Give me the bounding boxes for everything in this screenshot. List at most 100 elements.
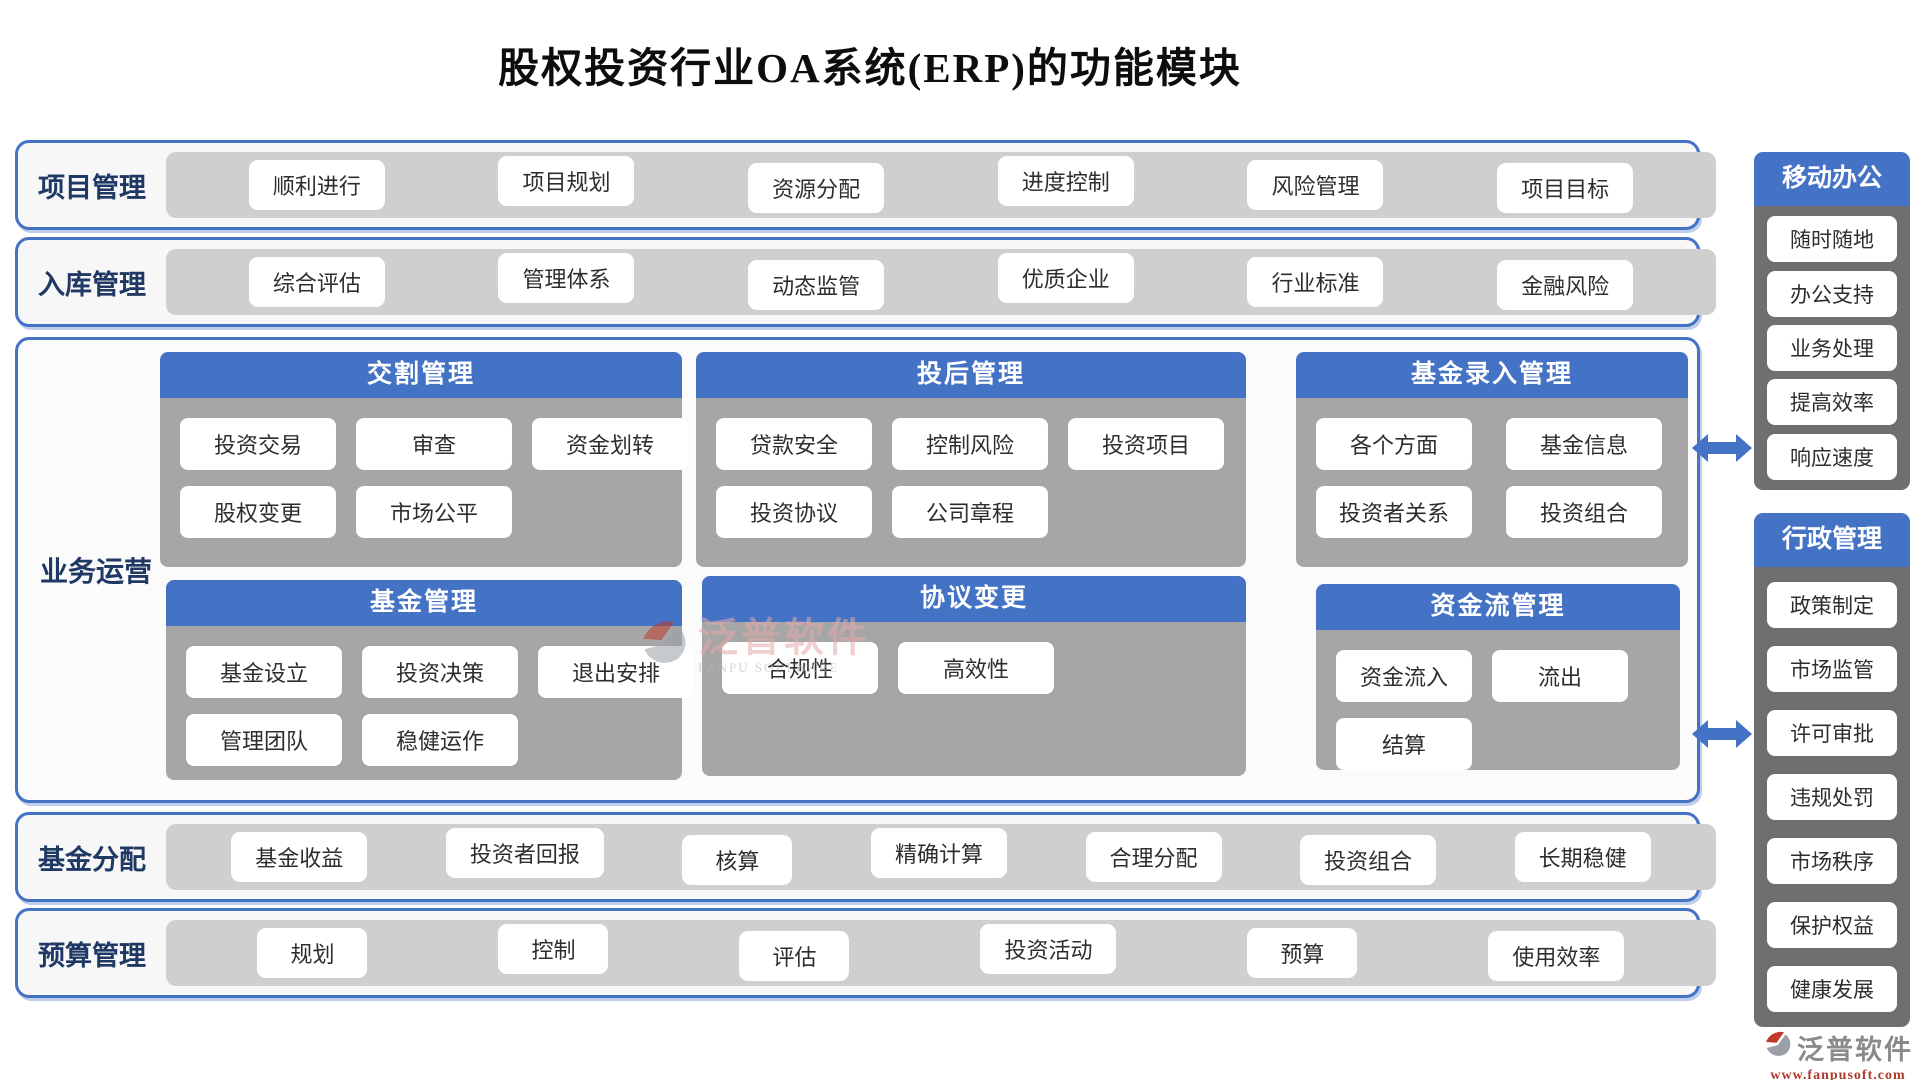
module-chip: 投资活动	[980, 924, 1117, 974]
module-chip: 业务处理	[1767, 324, 1897, 371]
module-chip: 基金设立	[186, 646, 342, 698]
block-title: 资金流管理	[1316, 584, 1680, 630]
row-label-fund-distribution: 基金分配	[38, 844, 146, 875]
module-chip: 预算	[1247, 928, 1358, 978]
block-body: 投资交易审查资金划转股权变更市场公平	[160, 398, 688, 567]
block-delivery-management: 交割管理 投资交易审查资金划转股权变更市场公平	[160, 352, 688, 567]
module-chip: 动态监管	[748, 260, 885, 310]
module-chip: 进度控制	[997, 156, 1134, 206]
module-chip: 流出	[1492, 650, 1628, 702]
panel-body: 政策制定市场监管许可审批违规处罚市场秩序保护权益健康发展	[1754, 567, 1910, 1027]
module-chip: 管理团队	[186, 714, 342, 766]
block-body: 贷款安全控制风险投资项目投资协议公司章程	[696, 398, 1246, 567]
module-chip: 随时随地	[1767, 216, 1897, 263]
row-label-warehouse-management: 入库管理	[38, 269, 146, 300]
module-chip: 资金流入	[1336, 650, 1472, 702]
module-chip: 基金信息	[1506, 418, 1662, 470]
block-title: 投后管理	[696, 352, 1246, 398]
module-chip: 政策制定	[1767, 582, 1897, 628]
block-title: 协议变更	[702, 576, 1246, 622]
module-chip: 各个方面	[1316, 418, 1472, 470]
row-project-management: 项目管理 顺利进行项目规划资源分配进度控制风险管理项目目标	[15, 140, 1716, 230]
module-chip: 市场监管	[1767, 646, 1897, 692]
module-chip: 保护权益	[1767, 902, 1897, 948]
panel-body: 随时随地办公支持业务处理提高效率响应速度	[1754, 206, 1910, 490]
panel-administrative-management: 行政管理 政策制定市场监管许可审批违规处罚市场秩序保护权益健康发展	[1754, 513, 1910, 1027]
module-chip: 投资者关系	[1316, 486, 1472, 538]
module-chip: 控制风险	[892, 418, 1048, 470]
block-chip-row: 合规性高效性	[722, 642, 1226, 694]
module-chip: 项目规划	[498, 156, 635, 206]
panel-mobile-office: 移动办公 随时随地办公支持业务处理提高效率响应速度	[1754, 152, 1910, 490]
business-operations-box: 业务运营 交割管理 投资交易审查资金划转股权变更市场公平 投后管理 贷款安全控制…	[15, 337, 1700, 803]
block-title: 基金录入管理	[1296, 352, 1688, 398]
module-chip: 健康发展	[1767, 966, 1897, 1012]
module-chip: 市场秩序	[1767, 838, 1897, 884]
row-band: 基金收益投资者回报核算精确计算合理分配投资组合长期稳健	[166, 824, 1716, 890]
row-label-budget-management: 预算管理	[38, 940, 146, 971]
module-chip: 行业标准	[1247, 257, 1384, 307]
block-body: 合规性高效性	[702, 622, 1246, 776]
module-chip: 评估	[739, 931, 850, 981]
block-fund-entry-management: 基金录入管理 各个方面基金信息投资者关系投资组合	[1296, 352, 1688, 567]
module-chip: 投资组合	[1300, 835, 1437, 885]
block-chip-row: 投资交易审查资金划转	[180, 418, 688, 470]
module-chip: 稳健运作	[362, 714, 518, 766]
block-chip-row: 管理团队稳健运作	[186, 714, 662, 766]
module-chip: 投资项目	[1068, 418, 1224, 470]
module-chip: 许可审批	[1767, 710, 1897, 756]
block-body: 资金流入流出结算	[1316, 630, 1680, 770]
block-body: 各个方面基金信息投资者关系投资组合	[1296, 398, 1688, 567]
block-chip-row: 基金设立投资决策退出安排	[186, 646, 694, 698]
block-chip-row: 结算	[1336, 718, 1660, 770]
block-chip-row: 股权变更市场公平	[180, 486, 662, 538]
block-chip-row: 贷款安全控制风险投资项目	[716, 418, 1226, 470]
module-chip: 审查	[356, 418, 512, 470]
module-chip: 规划	[257, 928, 368, 978]
module-chip: 投资者回报	[445, 828, 604, 878]
module-chip: 控制	[498, 924, 609, 974]
module-chip: 响应速度	[1767, 433, 1897, 480]
module-chip: 资金划转	[532, 418, 688, 470]
panel-title: 移动办公	[1754, 152, 1910, 206]
module-chip: 股权变更	[180, 486, 336, 538]
row-budget-management: 预算管理 规划控制评估投资活动预算使用效率	[15, 908, 1716, 998]
block-chip-row: 投资协议公司章程	[716, 486, 1226, 538]
row-band: 综合评估管理体系动态监管优质企业行业标准金融风险	[166, 249, 1716, 315]
block-chip-row: 各个方面基金信息	[1316, 418, 1668, 470]
fanpu-logo-icon	[1763, 1030, 1793, 1065]
module-chip: 综合评估	[248, 257, 385, 307]
block-title: 交割管理	[160, 352, 682, 398]
module-chip: 市场公平	[356, 486, 512, 538]
module-chip: 投资决策	[362, 646, 518, 698]
module-chip: 风险管理	[1247, 160, 1384, 210]
module-chip: 退出安排	[538, 646, 694, 698]
module-chip: 核算	[682, 835, 793, 885]
vendor-logo: 泛普软件 www.fanpusoft.com	[1760, 1028, 1916, 1080]
block-body: 基金设立投资决策退出安排管理团队稳健运作	[166, 626, 694, 780]
row-label-project-management: 项目管理	[38, 172, 146, 203]
double-arrow-icon	[1691, 716, 1753, 752]
module-chip: 金融风险	[1497, 260, 1634, 310]
module-chip: 投资交易	[180, 418, 336, 470]
module-chip: 顺利进行	[248, 160, 385, 210]
block-cash-flow-management: 资金流管理 资金流入流出结算	[1316, 584, 1680, 770]
module-chip: 合理分配	[1085, 832, 1222, 882]
double-arrow-icon	[1691, 430, 1753, 466]
module-chip: 合规性	[722, 642, 878, 694]
module-chip: 优质企业	[997, 253, 1134, 303]
row-band: 规划控制评估投资活动预算使用效率	[166, 920, 1716, 986]
module-chip: 项目目标	[1497, 163, 1634, 213]
module-chip: 办公支持	[1767, 270, 1897, 317]
module-chip: 贷款安全	[716, 418, 872, 470]
diagram-title: 股权投资行业OA系统(ERP)的功能模块	[498, 45, 1242, 91]
block-chip-row: 资金流入流出	[1336, 650, 1660, 702]
vendor-url: www.fanpusoft.com	[1770, 1068, 1906, 1080]
block-post-investment-management: 投后管理 贷款安全控制风险投资项目投资协议公司章程	[696, 352, 1246, 567]
row-fund-distribution: 基金分配 基金收益投资者回报核算精确计算合理分配投资组合长期稳健	[15, 812, 1716, 902]
panel-title: 行政管理	[1754, 513, 1910, 567]
row-label-business-operations: 业务运营	[39, 557, 152, 588]
module-chip: 高效性	[898, 642, 1054, 694]
module-chip: 基金收益	[231, 832, 368, 882]
